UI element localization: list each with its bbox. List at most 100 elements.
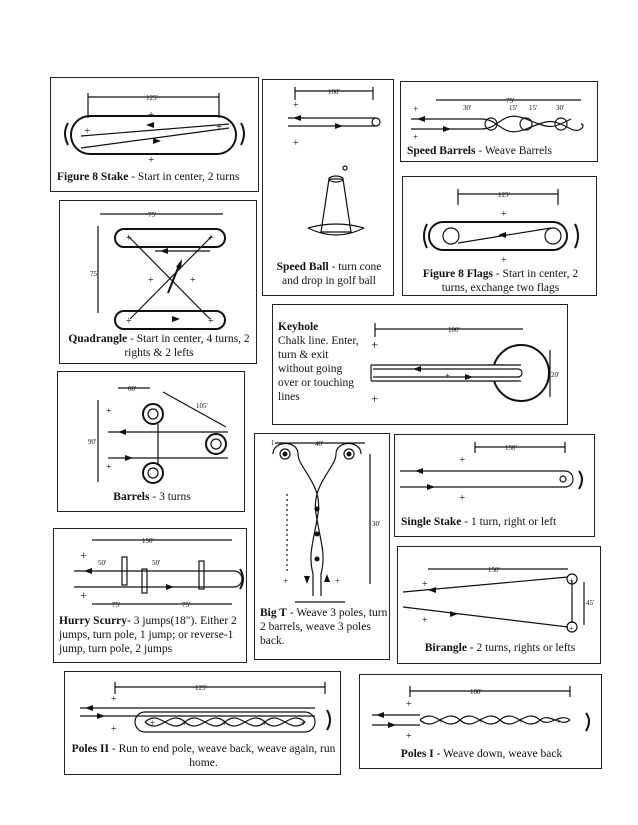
panel-bigt: 1 40' 30' + + Big T - Weave 3 poles, tur… [254,433,390,660]
svg-text:+: + [459,492,465,504]
svg-text:+: + [208,233,214,244]
svg-text:+: + [148,275,154,286]
quadrangle-diagram: 75' 75' + + + + + + [90,211,226,330]
figure8stake-dim: 125' [146,94,158,102]
svg-text:+: + [111,724,117,735]
panel-poles1: 100' + + + + + + Poles I - Weave down, w… [359,674,602,769]
bigt-dim2: 30' [372,520,380,528]
svg-text:+: + [501,209,507,220]
figure8flags-diagram: 125' + + [423,189,579,266]
panel-birangle: 150' 45' + + + + Birangle - 2 turns, rig… [397,546,601,664]
poles2-caption: Poles II - Run to end pole, weave back, … [71,743,336,769]
svg-text:+: + [422,615,428,626]
svg-text:+: + [283,576,288,586]
hurryscurry-diagram: 150' 50' 50' 75' 75' + + [74,537,244,609]
quadrangle-dim1: 75' [148,211,156,219]
quadrangle-caption: Quadrangle - Start in center, 4 turns, 2… [68,333,250,359]
svg-text:+: + [262,718,267,728]
svg-text:+: + [190,275,196,286]
svg-text:+: + [106,406,112,417]
panel-barrels: 60' 105' 90' + + Barrels - 3 turns [57,371,245,512]
singlestake-caption: Single Stake - 1 turn, right or left [401,516,557,528]
svg-text:+: + [301,718,306,728]
svg-text:+: + [148,109,154,121]
keyhole-dim1: 100' [448,326,460,334]
panel-speedbarrels: 75' 30' 15' 15' 30' + + Speed Barrels - … [400,81,598,162]
svg-text:+: + [556,716,561,726]
bigt-caption: Big T - Weave 3 poles, turn 2 barrels, w… [260,607,388,647]
birangle-caption: Birangle - 2 turns, rights or lefts [424,642,576,654]
svg-text:30': 30' [556,104,564,112]
bigt-dim3: 1 [271,439,275,447]
svg-text:+: + [406,731,412,742]
figure8stake-diagram: 125' + + + + [64,93,245,166]
poles1-dim: 100' [470,688,482,696]
bigt-diagram: 1 40' 30' + + [271,439,380,603]
svg-text:+: + [182,718,187,728]
svg-text:+: + [126,316,132,327]
barrels-dim2: 105' [196,402,208,410]
svg-text:+: + [222,718,227,728]
hurryscurry-dim2: 50' [98,559,106,567]
hurryscurry-dim3: 50' [152,559,160,567]
poles1-caption: Poles I - Weave down, weave back [400,748,563,760]
svg-text:+: + [371,337,378,352]
svg-text:+: + [422,579,428,590]
svg-text:+: + [293,138,299,149]
svg-text:+: + [459,454,465,466]
poles2-dim: 125' [195,684,207,692]
svg-text:+: + [293,100,299,111]
svg-text:+: + [335,576,340,586]
speedball-caption: Speed Ball - turn cone and drop in golf … [276,261,382,287]
hurryscurry-dim1: 150' [142,537,154,545]
svg-text:+: + [111,694,117,705]
keyhole-dim2: 20' [551,371,559,379]
barrels-dim1: 60' [128,385,136,393]
svg-text:+: + [106,462,112,473]
svg-text:15': 15' [529,104,537,112]
svg-text:15': 15' [509,104,517,112]
figure8flags-caption: Figure 8 Flags - Start in center, 2 turn… [422,268,579,294]
svg-text:+: + [126,233,132,244]
panel-figure8flags: 125' + + Figure 8 Flags - Start in cente… [402,176,597,296]
svg-text:+: + [80,588,87,602]
barrels-dim3: 90' [88,438,96,446]
svg-text:+: + [406,699,412,710]
svg-text:+: + [216,121,222,133]
hurryscurry-dim4: 75' [112,601,120,609]
svg-text:+: + [208,316,214,327]
keyhole-diagram: 100' 20' + + + [370,323,559,406]
singlestake-dim: 150' [505,444,517,452]
svg-text:+: + [445,371,450,381]
svg-text:30': 30' [463,104,471,112]
svg-text:+: + [413,132,418,142]
svg-text:+: + [413,104,418,114]
panel-hurryscurry: 150' 50' 50' 75' 75' + + Hurry Scurry- 3… [53,528,247,663]
poles2-diagram: 125' + + + + + + + [80,682,331,735]
hurryscurry-dim5: 75' [182,601,190,609]
panel-speedball: 100' + + Speed Ball - turn cone and drop… [262,79,394,296]
panel-figure8stake: 125' + + + + Figure 8 Stake - Start in c… [50,77,259,192]
birangle-dim1: 150' [488,566,500,574]
svg-text:+: + [518,716,523,726]
figure8stake-caption: Figure 8 Stake - Start in center, 2 turn… [57,171,240,183]
panel-singlestake: 150' + + Single Stake - 1 turn, right or… [394,434,595,537]
birangle-diagram: 150' 45' + + + + [402,566,594,633]
bigt-dim1: 40' [315,440,323,448]
figure8flags-dim: 125' [498,191,510,199]
svg-text:+: + [569,576,574,585]
speedball-dim: 100' [328,88,340,96]
quadrangle-dim2: 75' [90,270,98,278]
svg-text:+: + [150,718,155,728]
svg-text:+: + [478,716,483,726]
svg-text:+: + [569,624,574,633]
poles1-diagram: 100' + + + + + + [372,686,590,742]
speedbarrels-caption: Speed Barrels - Weave Barrels [407,145,552,157]
birangle-dim2: 45' [586,599,594,607]
panel-poles2: 125' + + + + + + + Poles II - Run to end… [64,671,341,775]
speedball-diagram: 100' + + [288,87,381,236]
barrels-caption: Barrels - 3 turns [113,491,191,503]
singlestake-diagram: 150' + + [400,442,583,504]
